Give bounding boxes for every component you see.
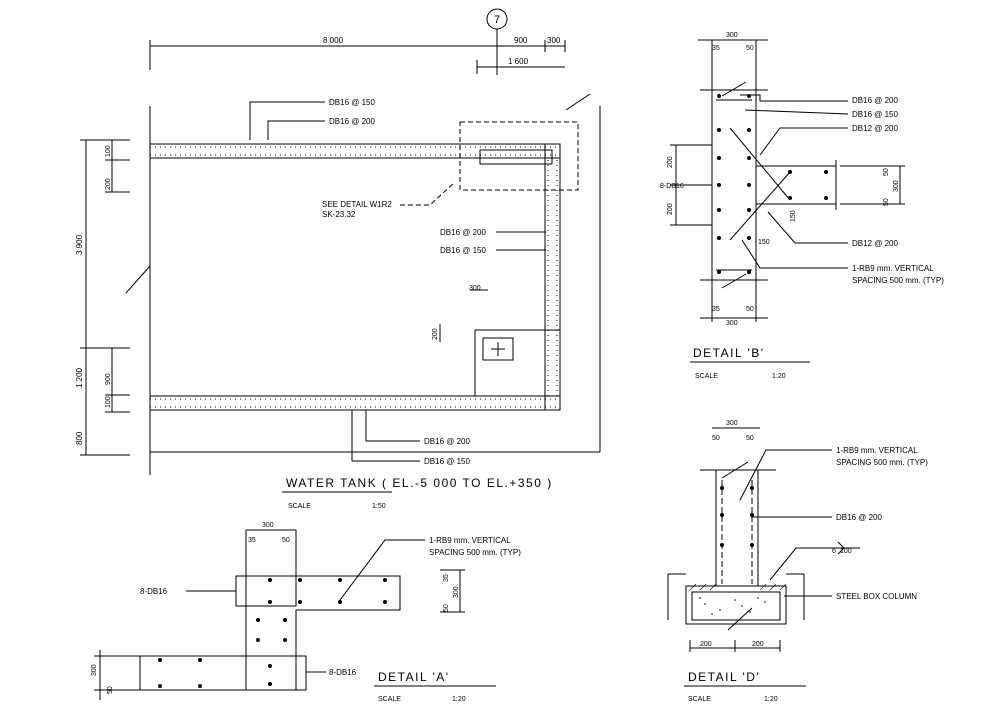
detail-a: 300 35 50 1-RB9 mm. VERTICAL SPACING 500… — [91, 522, 521, 703]
plan-scale-label: SCALE — [288, 503, 311, 510]
plan-title: WATER TANK ( EL.-5 000 TO EL.+350 ) — [286, 476, 553, 490]
dim-100-top: 100 — [105, 145, 112, 157]
detail-a-callout-1b: SPACING 500 mm. (TYP) — [429, 548, 521, 557]
detail-a-scale-label: SCALE — [378, 696, 401, 703]
dim-200-small: 200 — [432, 328, 439, 340]
detail-b-callout-3: DB12 @ 200 — [852, 124, 898, 133]
detail-b: 300 35 50 200 20 — [660, 32, 944, 380]
detail-d-footing — [685, 585, 787, 625]
detail-d-callout-1b: SPACING 500 mm. (TYP) — [836, 458, 928, 467]
detail-a-dim-300-top: 300 — [262, 522, 274, 529]
detail-b-title: DETAIL 'B' — [693, 346, 765, 360]
detail-d-scale-value: 1:20 — [764, 696, 778, 703]
detail-b-dim-50-top: 50 — [746, 45, 754, 52]
detail-d-dim-200-a: 200 — [700, 641, 712, 648]
detail-d-callout-2: DB16 @ 200 — [836, 513, 882, 522]
detail-b-dim-35-top: 35 — [712, 45, 720, 52]
detail-b-dim-150-b: 150 — [758, 239, 770, 246]
detail-reference-box — [459, 121, 579, 191]
callout-db16-200-bottom: DB16 @ 200 — [424, 437, 470, 446]
break-mark-left — [125, 265, 151, 294]
water-tank-plan: 7 8 000 900 300 1 600 3 900 1 200 800 10… — [75, 8, 601, 510]
detail-b-dim-35-bot: 35 — [712, 306, 720, 313]
detail-b-dim-300-top: 300 — [726, 32, 738, 39]
detail-a-wall — [139, 575, 401, 691]
dim-3900: 3 900 — [75, 234, 84, 255]
plan-scale-value: 1:50 — [372, 503, 386, 510]
detail-b-callout-5a: 1-RB9 mm. VERTICAL — [852, 264, 934, 273]
detail-b-callout-1: DB16 @ 200 — [852, 96, 898, 105]
detail-d-weld-length: 100 — [840, 548, 852, 555]
detail-b-dim-50-b: 50 — [883, 198, 890, 206]
callout-db16-150-bottom: DB16 @ 150 — [424, 457, 470, 466]
detail-d: 300 50 50 — [667, 420, 928, 703]
detail-a-dim-300-l: 300 — [91, 664, 98, 676]
dim-300-small: 300 — [469, 285, 481, 292]
break-mark-top — [565, 93, 591, 111]
detail-a-dim-35-top: 35 — [248, 537, 256, 544]
steel-box-column — [691, 591, 781, 621]
detail-a-bars-1: 8-DB16 — [140, 587, 168, 596]
dim-300: 300 — [547, 36, 561, 45]
see-detail-sheet: SK-23.32 — [322, 210, 356, 219]
detail-a-dim-50-l: 50 — [107, 686, 114, 694]
detail-d-callout-3: STEEL BOX COLUMN — [836, 592, 917, 601]
dim-900: 900 — [514, 36, 528, 45]
grid-marker-label: 7 — [494, 14, 500, 26]
detail-b-dim-300-r: 300 — [893, 180, 900, 192]
detail-b-branch — [755, 165, 837, 205]
detail-a-scale-value: 1:20 — [452, 696, 466, 703]
detail-a-bars-2: 8-DB16 — [329, 668, 357, 677]
detail-b-callout-5b: SPACING 500 mm. (TYP) — [852, 276, 944, 285]
detail-b-dim-200-a: 200 — [667, 156, 674, 168]
callout-db16-200-top: DB16 @ 200 — [329, 117, 375, 126]
detail-b-scale-label: SCALE — [695, 373, 718, 380]
column-opening — [482, 337, 514, 361]
dim-1600: 1 600 — [508, 57, 529, 66]
see-detail-label: SEE DETAIL W1R2 — [322, 200, 392, 209]
detail-b-dim-150-a: 150 — [790, 210, 797, 222]
detail-d-dim-200-b: 200 — [752, 641, 764, 648]
detail-d-dim-300-top: 300 — [726, 420, 738, 427]
detail-b-dim-50-a: 50 — [883, 168, 890, 176]
detail-a-title: DETAIL 'A' — [378, 670, 450, 684]
detail-a-dim-300-r: 300 — [453, 586, 460, 598]
detail-b-scale-value: 1:20 — [772, 373, 786, 380]
detail-b-dim-300-bot: 300 — [726, 320, 738, 327]
dim-8000: 8 000 — [323, 36, 344, 45]
wall-right — [544, 143, 561, 411]
detail-b-dim-50-bot: 50 — [746, 306, 754, 313]
dim-900-vert: 900 — [105, 373, 112, 385]
callout-db16-150-top: DB16 @ 150 — [329, 98, 375, 107]
slab-top — [149, 143, 561, 159]
slab-bottom — [149, 395, 561, 411]
dim-200-top: 200 — [105, 178, 112, 190]
corner-column — [474, 329, 561, 397]
detail-b-callout-2: DB16 @ 150 — [852, 110, 898, 119]
detail-a-dim-35-r: 35 — [443, 574, 450, 582]
callout-db16-150-wall: DB16 @ 150 — [440, 246, 486, 255]
detail-b-callout-4: DB12 @ 200 — [852, 239, 898, 248]
dim-1200: 1 200 — [75, 367, 84, 388]
callout-db16-200-wall: DB16 @ 200 — [440, 228, 486, 237]
detail-d-title: DETAIL 'D' — [688, 670, 760, 684]
detail-d-callout-1a: 1-RB9 mm. VERTICAL — [836, 446, 918, 455]
detail-a-dim-50-top: 50 — [282, 537, 290, 544]
detail-b-dim-200-b: 200 — [667, 203, 674, 215]
detail-a-dim-50-r: 50 — [443, 604, 450, 612]
detail-d-scale-label: SCALE — [688, 696, 711, 703]
dim-800: 800 — [75, 431, 84, 445]
top-corner-bars — [479, 149, 553, 165]
detail-b-bars: 8-DB16 — [660, 183, 684, 190]
detail-d-weld-size: 6 — [832, 548, 836, 555]
detail-d-dim-50-a: 50 — [712, 435, 720, 442]
detail-a-callout-1a: 1-RB9 mm. VERTICAL — [429, 536, 511, 545]
dim-100-bottom: 100 — [105, 396, 112, 408]
detail-d-dim-50-b: 50 — [746, 435, 754, 442]
